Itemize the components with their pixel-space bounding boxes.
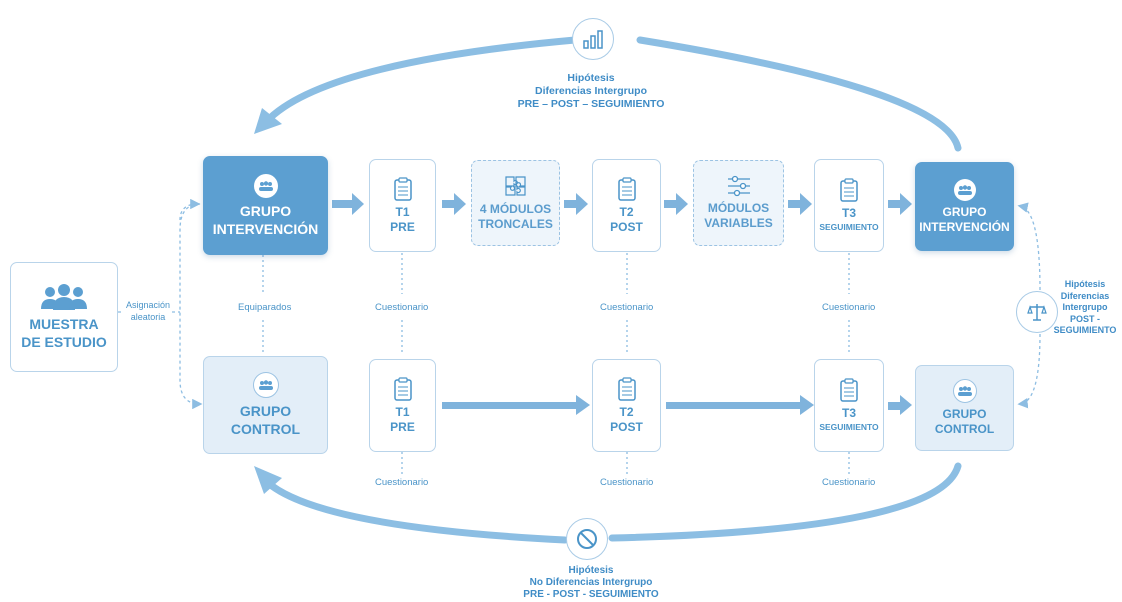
grupo-control-left-box: GRUPO CONTROL [203, 356, 328, 454]
cuestionario-t2-bottom-label: Cuestionario [598, 476, 656, 489]
top-hypothesis-circle [572, 18, 614, 60]
t3-top-sub: SEGUIMIENTO [819, 222, 879, 232]
t2-bottom-box: T2 POST [592, 359, 661, 452]
top-arc-arrowhead [254, 108, 282, 134]
people-group-icon [41, 284, 87, 310]
bottom-arc-arrow [608, 462, 962, 542]
t1-top-label: T1 [395, 204, 410, 219]
gc-left-line-2: CONTROL [230, 421, 301, 437]
clipboard-checklist-icon [393, 376, 412, 401]
bar-chart-icon [583, 30, 603, 49]
t3-top-box: T3 SEGUIMIENTO [814, 159, 884, 252]
t1-bottom-label: T1 [395, 404, 410, 419]
t3-bottom-sub: SEGUIMIENTO [819, 422, 879, 432]
grupo-intervencion-left-box: GRUPO INTERVENCIÓN [203, 156, 328, 255]
gc-right-line-2: CONTROL [934, 422, 995, 436]
grupo-intervencion-right-box: GRUPO INTERVENCIÓN [915, 162, 1014, 251]
gc-right-line-1: GRUPO [942, 407, 987, 421]
top-arc-arrow [636, 36, 962, 152]
cuestionario-t3-bottom-label: Cuestionario [820, 476, 878, 489]
troncales-line-1: 4 MÓDULOS [479, 202, 552, 216]
clipboard-checklist-icon [617, 176, 636, 201]
bottom-hypothesis-circle [566, 518, 608, 560]
t1-bottom-sub: PRE [390, 419, 415, 434]
t2-bottom-label: T2 [619, 404, 634, 419]
muestra-box: MUESTRA DE ESTUDIO [10, 262, 118, 372]
asignacion-line-1: Asignación [126, 300, 171, 310]
hyp-right-line-3: Intergrupo [1062, 302, 1108, 312]
t1-bottom-box: T1 PRE [369, 359, 436, 452]
muestra-line-1: MUESTRA [29, 316, 99, 332]
hyp-right-line-2: Diferencias [1060, 290, 1110, 301]
people-group-icon [253, 173, 278, 198]
right-hypothesis-text: Hipótesis Diferencias Intergrupo POST - … [1048, 279, 1122, 337]
modulos-troncales-box: 4 MÓDULOS TRONCALES [471, 160, 560, 246]
bottom-arc-arrowhead [254, 466, 282, 494]
balance-scale-icon [1027, 304, 1047, 321]
t1-top-sub: PRE [390, 219, 415, 234]
sliders-icon [727, 175, 750, 197]
hyp-bottom-line-2: No Diferencias Intergrupo [529, 577, 653, 588]
hyp-right-line-5: SEGUIMIENTO [1053, 325, 1117, 335]
t2-top-sub: POST [610, 219, 643, 234]
variables-line-1: MÓDULOS [707, 201, 770, 215]
cuestionario-t1-label: Cuestionario [373, 301, 431, 314]
asignacion-line-2: aleatoria [130, 312, 166, 322]
hyp-bottom-line-1: Hipótesis [568, 565, 614, 576]
vertical-connectors [262, 253, 850, 474]
bottom-row-arrows [442, 395, 912, 415]
bottom-hypothesis-text: Hipótesis No Diferencias Intergrupo PRE … [470, 565, 712, 601]
people-group-icon [952, 379, 977, 403]
gi-left-line-1: GRUPO [239, 202, 292, 219]
top-arc-arrow-left [266, 36, 579, 122]
troncales-line-2: TRONCALES [478, 217, 553, 231]
people-group-icon [953, 178, 976, 201]
bottom-arc-arrow-left [268, 482, 569, 544]
hyp-bottom-line-3: PRE - POST - SEGUIMIENTO [523, 589, 659, 600]
gi-right-line-2: INTERVENCIÓN [919, 219, 1010, 234]
variables-line-2: VARIABLES [704, 216, 773, 230]
grupo-control-right-box: GRUPO CONTROL [915, 365, 1014, 451]
asignacion-label: Asignación aleatoria [124, 298, 173, 324]
people-group-icon [252, 372, 279, 398]
top-hypothesis-text: Hipótesis Diferencias Intergrupo PRE – P… [470, 72, 712, 111]
gc-left-line-1: GRUPO [239, 403, 292, 419]
t3-bottom-label: T3 [841, 406, 856, 420]
t1-top-box: T1 PRE [369, 159, 436, 252]
clipboard-checklist-icon [840, 178, 858, 202]
t3-top-label: T3 [841, 206, 856, 220]
right-hypothesis-arcs [1017, 202, 1041, 409]
hyp-top-line-1: Hipótesis [567, 72, 615, 84]
cuestionario-t3-label: Cuestionario [820, 301, 878, 314]
gi-left-line-2: INTERVENCIÓN [212, 220, 319, 237]
t2-bottom-sub: POST [610, 419, 643, 434]
t3-bottom-box: T3 SEGUIMIENTO [814, 359, 884, 452]
t2-top-box: T2 POST [592, 159, 661, 252]
hyp-top-line-3: PRE – POST – SEGUIMIENTO [517, 98, 665, 110]
hyp-top-line-2: Diferencias Intergrupo [534, 85, 648, 97]
prohibited-icon [577, 529, 597, 549]
modulos-variables-box: MÓDULOS VARIABLES [693, 160, 784, 246]
equiparados-label: Equiparados [236, 301, 294, 314]
gi-right-line-1: GRUPO [942, 204, 987, 219]
muestra-line-2: DE ESTUDIO [21, 334, 107, 350]
clipboard-checklist-icon [840, 378, 858, 402]
cuestionario-t2-label: Cuestionario [598, 301, 656, 314]
right-hypothesis-circle [1016, 291, 1058, 333]
top-row-arrows [332, 193, 912, 215]
cuestionario-t1-bottom-label: Cuestionario [373, 476, 431, 489]
clipboard-checklist-icon [617, 376, 636, 401]
hyp-right-line-4: POST - [1069, 313, 1100, 324]
t2-top-label: T2 [619, 204, 634, 219]
puzzle-icon [504, 176, 526, 196]
clipboard-checklist-icon [393, 176, 412, 201]
hyp-right-line-1: Hipótesis [1064, 279, 1106, 289]
